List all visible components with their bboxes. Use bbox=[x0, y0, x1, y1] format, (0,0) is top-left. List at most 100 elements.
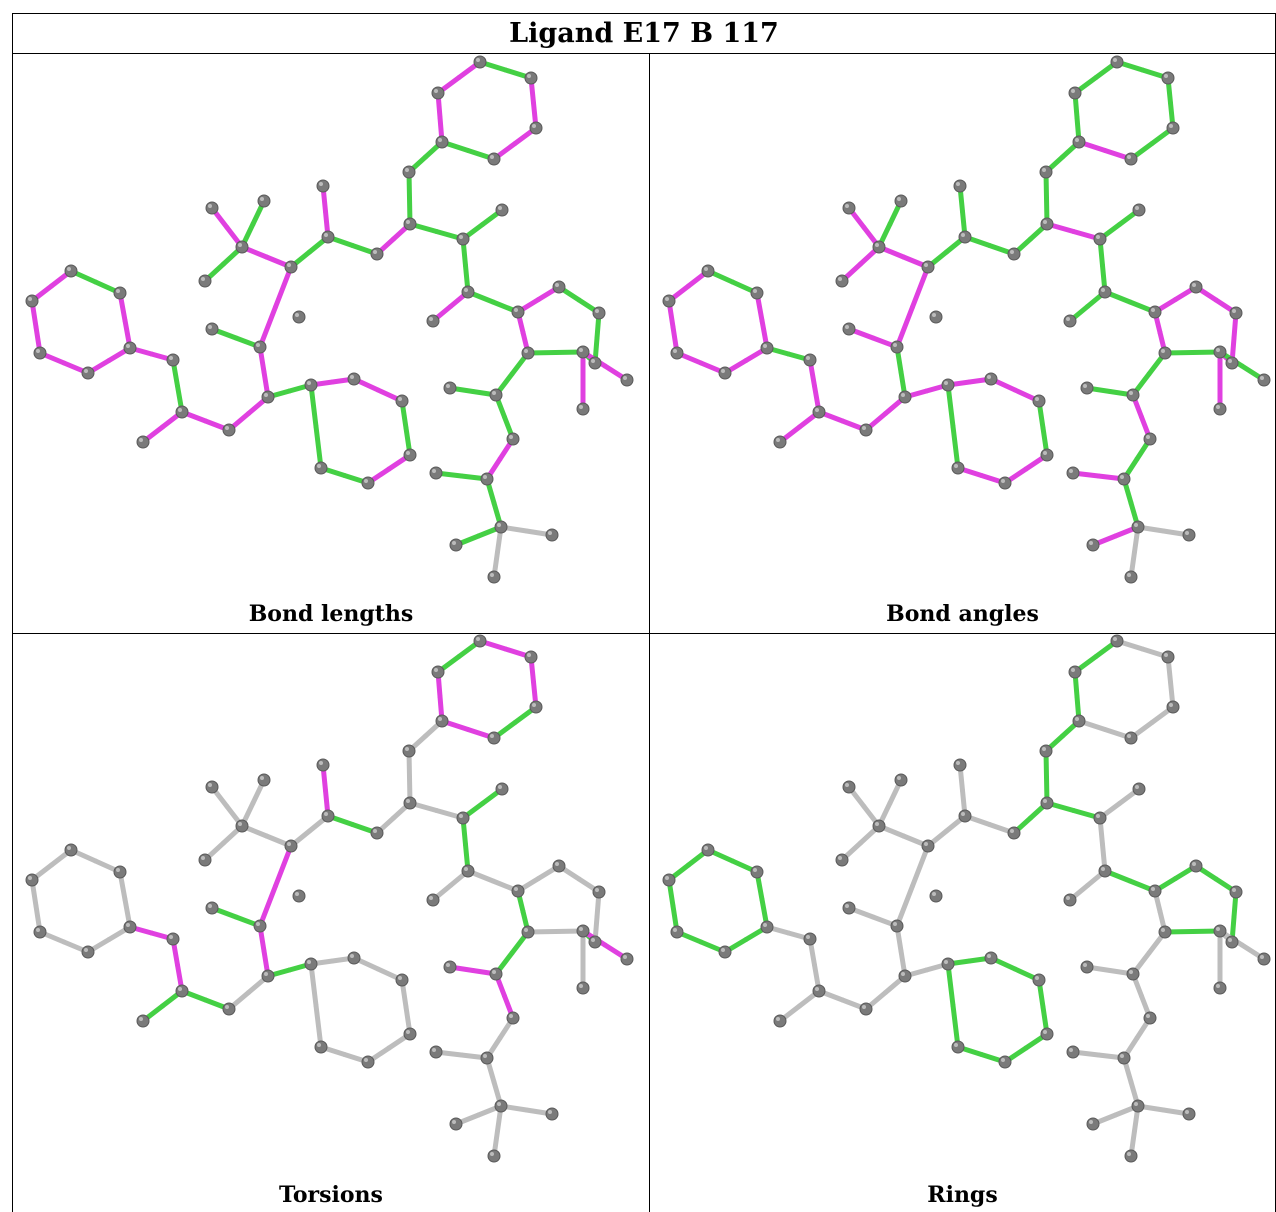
atom-highlight-38 bbox=[1101, 867, 1105, 871]
atom-highlight-39 bbox=[1066, 896, 1070, 900]
atom-25 bbox=[321, 230, 335, 244]
atom-highlight-40 bbox=[1151, 308, 1155, 312]
atom-26 bbox=[316, 758, 330, 772]
atom-highlight-52 bbox=[432, 469, 436, 473]
atom-51 bbox=[1117, 1051, 1131, 1065]
atom-highlight-36 bbox=[1096, 814, 1100, 818]
atom-6 bbox=[166, 932, 180, 946]
atom-highlight-5 bbox=[28, 876, 32, 880]
atom-highlight-42 bbox=[595, 309, 599, 313]
atom-17 bbox=[403, 448, 417, 462]
atom-highlight-8 bbox=[776, 1017, 780, 1021]
atom-highlight-44 bbox=[1161, 349, 1165, 353]
bond-20-1 bbox=[910, 264, 931, 310]
molecule-diagram-bond-angles bbox=[662, 55, 1271, 584]
atom-highlight-32 bbox=[1113, 58, 1117, 62]
atom-3 bbox=[718, 945, 732, 959]
atom-3 bbox=[81, 945, 95, 959]
atom-highlight-12 bbox=[845, 325, 849, 329]
atom-35 bbox=[487, 731, 501, 745]
atom-0 bbox=[701, 264, 715, 278]
atom-9 bbox=[222, 423, 236, 437]
atom-48 bbox=[489, 967, 503, 981]
atom-5 bbox=[25, 873, 39, 887]
atom-15 bbox=[984, 372, 998, 386]
atom-1 bbox=[750, 865, 764, 879]
atom-42 bbox=[592, 885, 606, 899]
bond-19-0 bbox=[950, 424, 961, 471]
atom-highlight-12 bbox=[208, 325, 212, 329]
atom-highlight-30 bbox=[1075, 717, 1079, 721]
atom-highlight-2 bbox=[763, 923, 767, 927]
atom-12 bbox=[205, 322, 219, 336]
atom-highlight-42 bbox=[1232, 888, 1236, 892]
atom-highlight-4 bbox=[36, 928, 40, 932]
atom-15 bbox=[347, 951, 361, 965]
atom-36 bbox=[1093, 811, 1107, 825]
atom-12 bbox=[205, 901, 219, 915]
atom-14 bbox=[941, 957, 955, 971]
atom-21 bbox=[872, 240, 886, 254]
atom-highlight-0 bbox=[704, 267, 708, 271]
atom-35 bbox=[487, 152, 501, 166]
atom-highlight-17 bbox=[406, 1030, 410, 1034]
atom-11 bbox=[890, 919, 904, 933]
atom-40 bbox=[511, 305, 525, 319]
atom-highlight-13 bbox=[295, 313, 299, 317]
atom-20 bbox=[284, 260, 298, 274]
atom-highlight-41 bbox=[1192, 862, 1196, 866]
atom-highlight-14 bbox=[944, 960, 948, 964]
atom-highlight-15 bbox=[350, 375, 354, 379]
bond-19-1 bbox=[945, 961, 956, 1008]
atom-highlight-12 bbox=[208, 904, 212, 908]
atom-46 bbox=[576, 402, 590, 416]
atom-43 bbox=[1225, 935, 1239, 949]
atom-highlight-14 bbox=[307, 381, 311, 385]
bond-20-0 bbox=[257, 883, 278, 929]
bond-20-0 bbox=[894, 883, 915, 929]
atom-highlight-44 bbox=[524, 349, 528, 353]
atom-highlight-55 bbox=[548, 531, 552, 535]
atom-highlight-21 bbox=[238, 822, 242, 826]
atom-highlight-26 bbox=[319, 182, 323, 186]
atom-44 bbox=[521, 925, 535, 939]
atom-highlight-32 bbox=[476, 637, 480, 641]
atom-7 bbox=[812, 405, 826, 419]
atom-30 bbox=[1072, 135, 1086, 149]
atom-31 bbox=[1068, 86, 1082, 100]
atom-highlight-2 bbox=[126, 923, 130, 927]
atom-51 bbox=[480, 1051, 494, 1065]
atom-highlight-31 bbox=[1071, 668, 1075, 672]
atom-highlight-39 bbox=[429, 317, 433, 321]
atom-38 bbox=[1098, 864, 1112, 878]
atom-0 bbox=[64, 843, 78, 857]
atom-highlight-53 bbox=[1134, 1102, 1138, 1106]
atom-24 bbox=[198, 853, 212, 867]
atom-9 bbox=[859, 1002, 873, 1016]
atom-44 bbox=[1158, 346, 1172, 360]
bond-20-1 bbox=[273, 264, 294, 310]
caption-rings: Rings bbox=[927, 1182, 998, 1208]
atom-18 bbox=[361, 476, 375, 490]
atom-5 bbox=[662, 294, 676, 308]
atom-highlight-45 bbox=[579, 348, 583, 352]
atom-highlight-34 bbox=[1169, 703, 1173, 707]
atom-highlight-19 bbox=[317, 464, 321, 468]
atom-highlight-29 bbox=[405, 747, 409, 751]
atom-10 bbox=[261, 969, 275, 983]
atom-highlight-20 bbox=[924, 842, 928, 846]
atom-31 bbox=[431, 665, 445, 679]
atom-highlight-22 bbox=[208, 204, 212, 208]
atom-highlight-53 bbox=[497, 1102, 501, 1106]
atom-24 bbox=[198, 274, 212, 288]
atom-highlight-42 bbox=[595, 888, 599, 892]
atom-55 bbox=[545, 1107, 559, 1121]
molecule-diagram-rings bbox=[662, 634, 1271, 1163]
atom-highlight-7 bbox=[815, 408, 819, 412]
atom-40 bbox=[511, 884, 525, 898]
atom-highlight-43 bbox=[591, 938, 595, 942]
atom-highlight-24 bbox=[201, 856, 205, 860]
atom-16 bbox=[1032, 973, 1046, 987]
atom-46 bbox=[576, 981, 590, 995]
atom-highlight-27 bbox=[1010, 829, 1014, 833]
